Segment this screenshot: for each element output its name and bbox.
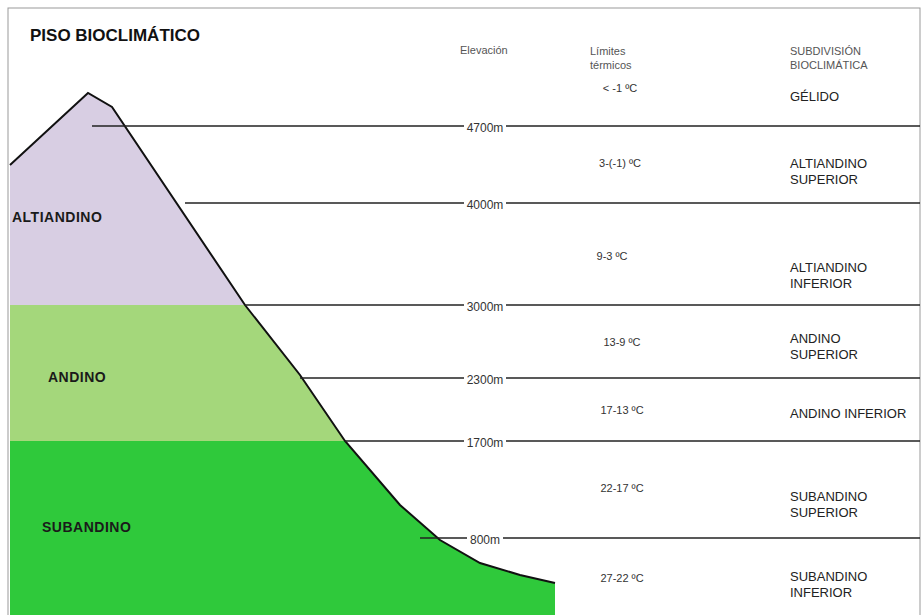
elevation-value: 3000m: [464, 300, 507, 314]
subdivision-name: GÉLIDO: [790, 89, 910, 105]
andino-fill: [0, 305, 600, 441]
subdivision-name: ANDINO INFERIOR: [790, 406, 910, 422]
thermal-limit: 22-17 ºC: [600, 482, 643, 494]
thermal-limit: 3-(-1) ºC: [599, 157, 641, 169]
elevation-value: 2300m: [464, 373, 507, 387]
column-header: SUBDIVISIÓN BIOCLIMÁTICA: [790, 44, 890, 73]
band-name: ALTIANDINO: [12, 209, 102, 225]
diagram-title: PISO BIOCLIMÁTICO: [30, 26, 200, 46]
band-label: ANDINO: [48, 368, 106, 386]
elevation-lines: [92, 126, 920, 538]
elevation-value: 1700m: [464, 436, 507, 450]
thermal-limit: 17-13 ºC: [600, 404, 643, 416]
column-header: Límites térmicos: [590, 44, 660, 73]
elevation-value: 4700m: [464, 121, 507, 135]
subdivision-name: ALTIANDINO SUPERIOR: [790, 156, 910, 187]
subdivision-name: ANDINO SUPERIOR: [790, 331, 910, 362]
altiandino-fill: [0, 0, 600, 305]
mountain-outline: [10, 93, 555, 583]
thermal-limit: < -1 ºC: [603, 82, 637, 94]
subdivision-name: SUBANDINO INFERIOR: [790, 569, 910, 600]
thermal-limit: 13-9 ºC: [603, 336, 640, 348]
band-label: SUBANDINO: [42, 518, 131, 536]
subandino-fill: [0, 441, 600, 615]
subdivision-name: SUBANDINO SUPERIOR: [790, 489, 910, 520]
column-header: Elevación: [460, 43, 530, 57]
elevation-value: 4000m: [464, 198, 507, 212]
thermal-limit: 9-3 ºC: [597, 250, 628, 262]
band-label: ALTIANDINO: [12, 208, 102, 226]
thermal-limit: 27-22 ºC: [600, 572, 643, 584]
elevation-value: 800m: [467, 533, 503, 547]
band-name: SUBANDINO: [42, 519, 131, 535]
subdivision-name: ALTIANDINO INFERIOR: [790, 260, 910, 291]
band-name: ANDINO: [48, 369, 106, 385]
